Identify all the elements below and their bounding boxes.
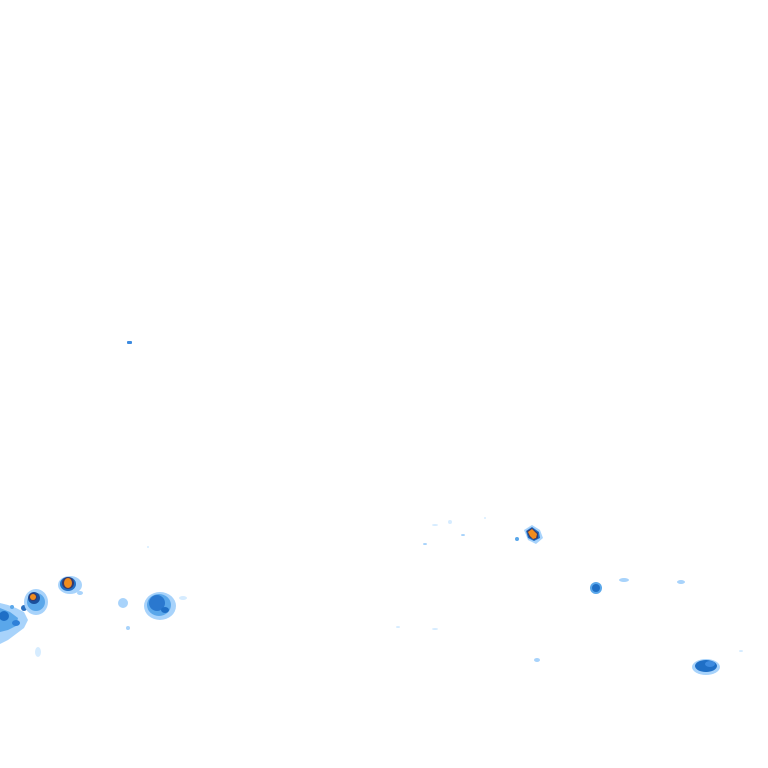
echo-southeast xyxy=(692,659,720,675)
echo-speckles xyxy=(147,517,743,662)
echo-west-core-2 xyxy=(58,576,83,595)
echo-east-small xyxy=(590,578,685,594)
echo-west-mid xyxy=(118,592,187,630)
echo-isolated-north xyxy=(127,341,132,344)
echo-west-cluster xyxy=(0,603,41,657)
echo-west-core xyxy=(24,589,48,615)
echo-east-core xyxy=(423,520,543,545)
